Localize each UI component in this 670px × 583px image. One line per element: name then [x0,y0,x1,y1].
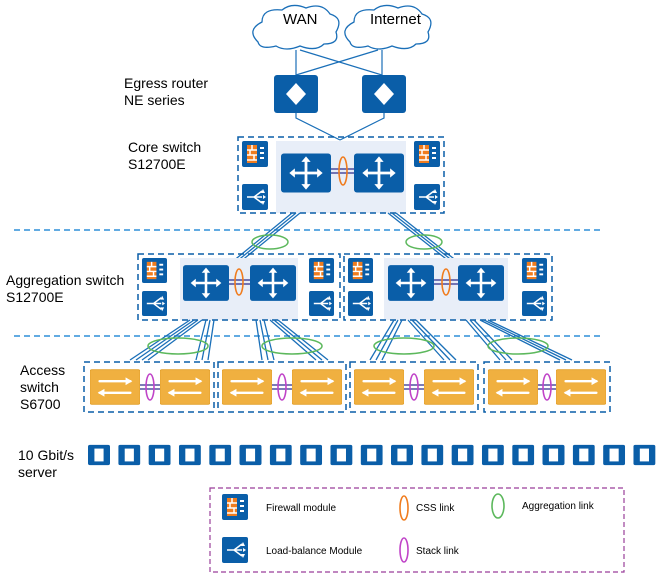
aggregation-switch-icon [388,264,434,302]
wan-cloud-icon [252,4,340,50]
legend-load-balance-icon [222,537,248,563]
server-icon [88,444,110,466]
server-icon [391,444,413,466]
core-switch-label: Core switch S12700E [128,139,202,172]
server-icon [481,444,504,466]
server-row [88,444,656,466]
core-loadbalance-right-icon [414,184,440,210]
internet-label: Internet [370,11,421,28]
router-core-links [295,113,385,141]
legend-css-link-icon [399,495,409,521]
server-icon [118,444,141,466]
core-firewall-left-icon [242,141,268,167]
aggregation-link-ring-core-right [405,234,443,250]
server-icon [512,444,535,466]
server-icon [239,444,262,466]
aggregation-link-ring [261,337,323,355]
aggregation-link-ring [487,337,549,355]
server-icon [542,444,565,466]
server-icon [360,444,383,466]
core-switch-group [237,136,445,214]
egress-router-left-icon [274,75,318,113]
server-icon [209,444,232,466]
server-icon [451,444,474,466]
server-icon [269,444,292,466]
aggregation-link-ring [147,337,209,355]
server-icon [148,444,171,466]
server-label: 10 Gbit/s server [18,447,75,480]
aggregation-switch-icon [250,264,296,302]
access-switch-icon [354,369,404,405]
server-icon [300,444,323,466]
legend-firewall-label: Firewall module [266,503,337,514]
wan-label: WAN [283,11,318,28]
server-icon [603,444,626,466]
access-switch-icon [292,369,342,405]
core-loadbalance-left-icon [242,184,268,210]
internet-cloud-icon [344,4,432,50]
access-switch-groups [83,361,611,413]
aggregation-switch-icon [183,264,229,302]
aggregation-firewall-icon [522,258,547,283]
server-icon [572,444,595,466]
legend-aggregation-link-icon [491,493,505,519]
core-switch-right-icon [354,153,404,193]
server-icon [421,444,444,466]
access-switch-icon [90,369,140,405]
legend-stack-link-icon [399,537,409,563]
layer-dividers [14,229,604,337]
access-switch-icon [160,369,210,405]
aggregation-loadbalance-icon [348,291,373,316]
aggregation-link-ring [373,337,435,355]
aggregation-loadbalance-icon [309,291,334,316]
aggregation-firewall-icon [142,258,167,283]
cloud-router-links [295,49,383,76]
aggregation-firewall-icon [309,258,334,283]
aggregation-switch-label: Aggregation switch S12700E [6,272,125,305]
egress-router-label: Egress router NE series [124,75,209,108]
legend-firewall-icon [222,494,248,520]
server-icon [633,444,656,466]
access-switch-icon [488,369,538,405]
aggregation-switch-group-right [343,253,553,321]
aggregation-switch-icon [458,264,504,302]
core-aggregation-links [231,212,459,263]
aggregation-switch-group-left [137,253,341,321]
access-switch-label: Access switch S6700 [20,362,66,412]
aggregation-loadbalance-icon [522,291,547,316]
server-icon [178,444,201,466]
legend [209,487,625,573]
access-switch-icon [222,369,272,405]
core-firewall-right-icon [414,141,440,167]
egress-router-right-icon [362,75,406,113]
aggregation-loadbalance-icon [142,291,167,316]
legend-load-balance-label: Load-balance Module [266,546,363,557]
legend-stack-link-label: Stack link [416,546,459,557]
legend-css-link-label: CSS link [416,503,455,514]
aggregation-firewall-icon [348,258,373,283]
core-switch-left-icon [281,153,331,193]
server-icon [330,444,353,466]
aggregation-link-ring-core-left [251,234,289,250]
access-switch-icon [556,369,606,405]
legend-aggregation-link-label: Aggregation link [522,501,594,512]
access-switch-icon [424,369,474,405]
